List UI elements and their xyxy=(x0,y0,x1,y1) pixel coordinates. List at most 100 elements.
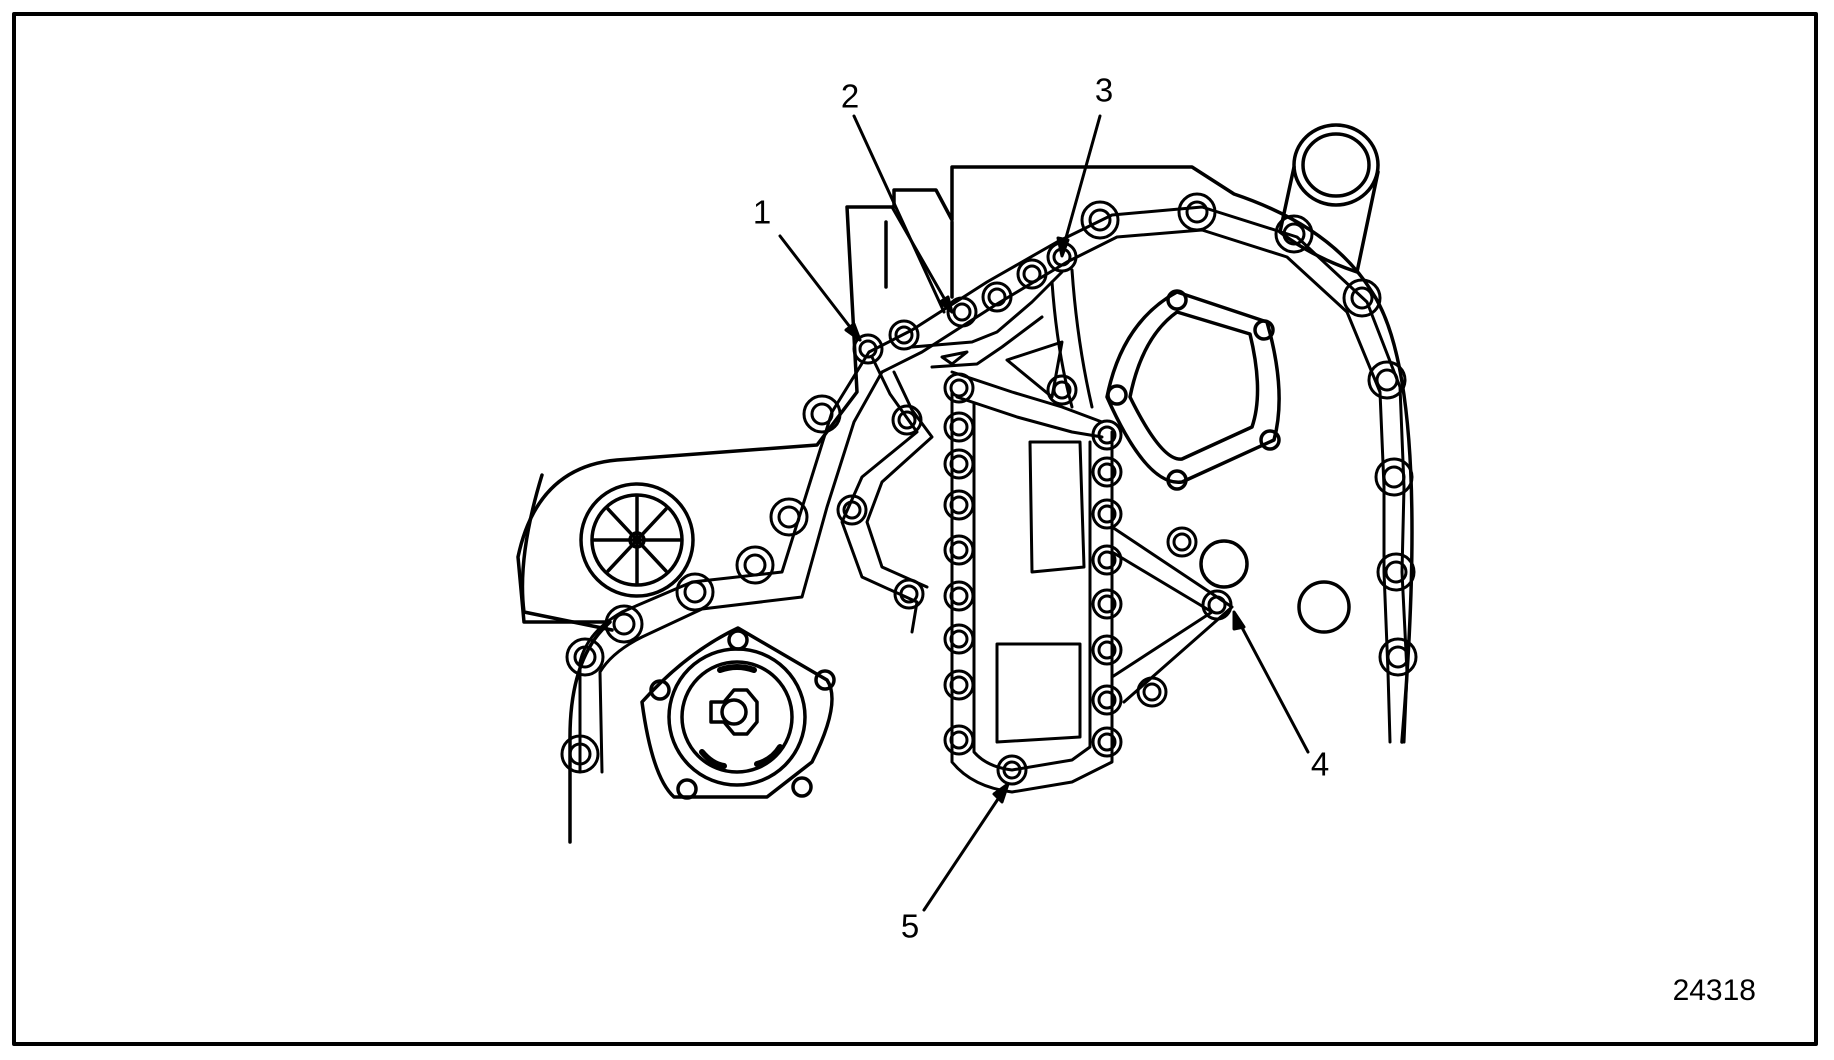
bolt-hole xyxy=(943,669,975,701)
bolt-hole-inner xyxy=(1097,550,1117,570)
bolt-hole xyxy=(943,411,975,443)
bolt-hole-inner xyxy=(949,675,969,695)
elbow-pipe xyxy=(1278,123,1380,274)
bolt-hole-inner xyxy=(1350,286,1374,310)
bolt-hole xyxy=(943,534,975,566)
callout-5: 5 xyxy=(900,907,920,945)
plug xyxy=(1199,539,1249,589)
bolt-hole xyxy=(943,489,975,521)
bolt-hole xyxy=(1091,726,1123,758)
leader-lines xyxy=(778,114,1310,912)
bolt-hole xyxy=(943,580,975,612)
bolt-hole xyxy=(1091,456,1123,488)
bolt-hole-inner xyxy=(1384,560,1408,584)
bolt-hole xyxy=(943,724,975,756)
bolt-hole xyxy=(996,754,1028,786)
bolt-hole-inner xyxy=(1172,532,1192,552)
plug xyxy=(1297,580,1351,634)
cover-plate xyxy=(1105,289,1281,491)
bolt-hole-inner xyxy=(894,325,914,345)
bolt-hole-inner xyxy=(1022,264,1042,284)
bolt-hole-inner xyxy=(1097,504,1117,524)
bolt-hole xyxy=(946,296,978,328)
bolt-hole xyxy=(1091,588,1123,620)
bolt-hole-inner xyxy=(568,742,592,766)
bolt-hole-inner xyxy=(810,402,834,426)
bolt-hole-inner xyxy=(777,505,801,529)
bolt-hole-inner xyxy=(1142,682,1162,702)
bolt-hole xyxy=(1016,258,1048,290)
bolt-hole xyxy=(1136,676,1168,708)
bolt-hole xyxy=(1091,684,1123,716)
bolt-hole-inner xyxy=(858,339,878,359)
pump-cover xyxy=(640,626,836,800)
bolt-hole-inner xyxy=(949,629,969,649)
bolt-hole xyxy=(802,394,842,434)
bolt-hole xyxy=(981,281,1013,313)
bolt-hole-inner xyxy=(949,378,969,398)
bolt-hole xyxy=(943,623,975,655)
bolt-hole xyxy=(1342,278,1382,318)
bolt-hole xyxy=(1201,589,1233,621)
bolt-hole xyxy=(1091,498,1123,530)
bolt-hole-inner xyxy=(1185,200,1209,224)
bolt-hole xyxy=(891,404,923,436)
figure-frame: 1 2 3 4 5 24318 xyxy=(12,12,1818,1046)
bolt-hole-inner xyxy=(1097,425,1117,445)
callout-4: 4 xyxy=(1310,745,1330,783)
bolt-hole xyxy=(1166,526,1198,558)
border xyxy=(12,12,1818,1046)
bolt-hole xyxy=(1378,637,1418,677)
callout-3: 3 xyxy=(1094,71,1114,109)
bolt-hole xyxy=(1367,360,1407,400)
bolt-hole-inner xyxy=(1097,690,1117,710)
bolt-hole-inner xyxy=(952,302,972,322)
bolt-hole-inner xyxy=(743,553,767,577)
bolt-hole-inner xyxy=(1282,222,1306,246)
bolt-hole xyxy=(675,572,715,612)
callout-1: 1 xyxy=(752,193,772,231)
bolt-hole-inner xyxy=(683,580,707,604)
bolt-hole-inner xyxy=(573,645,597,669)
bolt-hole-inner xyxy=(1097,640,1117,660)
gasket-diagram xyxy=(12,12,1818,1046)
bolt-hole-inner xyxy=(949,417,969,437)
bolt-hole xyxy=(836,494,868,526)
bolt-hole xyxy=(1080,200,1120,240)
bolt-hole xyxy=(943,372,975,404)
bolt-hole xyxy=(604,604,644,644)
bolt-hole-inner xyxy=(1207,595,1227,615)
bolt-hole xyxy=(888,319,920,351)
bolt-hole xyxy=(1177,192,1217,232)
bolt-hole xyxy=(943,448,975,480)
bolt-hole-inner xyxy=(1097,594,1117,614)
bolt-hole-inner xyxy=(842,500,862,520)
bolt-hole xyxy=(852,333,884,365)
bolt-hole-inner xyxy=(949,586,969,606)
bolt-hole-inner xyxy=(949,495,969,515)
callout-2: 2 xyxy=(840,77,860,115)
bolt-hole-inner xyxy=(949,540,969,560)
bolt-hole-inner xyxy=(1375,368,1399,392)
bolt-hole-inner xyxy=(949,730,969,750)
bolt-hole xyxy=(1374,457,1414,497)
bolt-hole-inner xyxy=(987,287,1007,307)
bolt-hole-inner xyxy=(612,612,636,636)
bolt-hole xyxy=(1376,552,1416,592)
bolt-hole xyxy=(735,545,775,585)
bolt-hole-inner xyxy=(1386,645,1410,669)
turbo-housing xyxy=(520,473,695,632)
bolt-hole-inner xyxy=(1097,462,1117,482)
bolt-hole-inner xyxy=(1002,760,1022,780)
bolt-hole-inner xyxy=(1382,465,1406,489)
bolt-hole-inner xyxy=(1097,732,1117,752)
gasket-inner xyxy=(840,268,1234,794)
bolt-hole xyxy=(1091,419,1123,451)
bolt-holes xyxy=(560,192,1418,786)
bolt-hole-inner xyxy=(1088,208,1112,232)
bolt-hole-inner xyxy=(897,410,917,430)
bolt-hole xyxy=(1091,634,1123,666)
bolt-hole xyxy=(769,497,809,537)
bolt-hole-inner xyxy=(899,584,919,604)
bolt-hole xyxy=(560,734,600,774)
